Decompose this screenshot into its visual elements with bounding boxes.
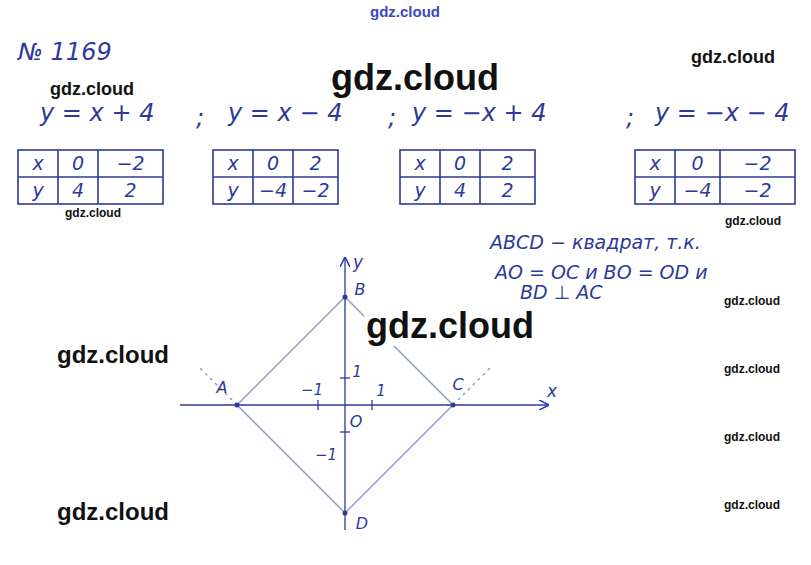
equation: y = x + 4	[40, 100, 154, 126]
watermark: gdz.cloud	[55, 342, 171, 368]
table-cell: 2	[309, 153, 321, 174]
equation: y = −x + 4	[412, 100, 547, 126]
point-label: D	[356, 515, 368, 533]
tick-label: −1	[301, 382, 323, 399]
table-cell: −2	[743, 180, 771, 201]
watermark: gdz.cloud	[48, 80, 136, 100]
table-cell: y	[32, 180, 43, 201]
table-cell: x	[227, 153, 238, 174]
watermark: gdz.cloud	[723, 215, 783, 228]
watermark: gdz.cloud	[689, 48, 777, 68]
table-cell: 0	[454, 153, 466, 174]
table-cell: −2	[301, 180, 329, 201]
point-label: B	[355, 281, 366, 299]
tick-label: 1	[352, 364, 362, 381]
table-cell: y	[227, 180, 238, 201]
watermark: gdz.cloud	[722, 363, 782, 376]
table-cell: y	[649, 180, 660, 201]
note: ABCD − квадрат, т.к.	[490, 232, 701, 253]
watermark: gdz.cloud	[722, 499, 782, 512]
origin-label: O	[350, 413, 363, 431]
watermark: gdz.cloud	[722, 431, 782, 444]
point-label: C	[452, 376, 463, 394]
watermark: gdz.cloud	[55, 499, 171, 525]
equation: y = x − 4	[228, 100, 342, 126]
separator: ;	[196, 105, 204, 131]
tick-label: −1	[315, 447, 337, 464]
point-label: A	[217, 379, 228, 397]
axis-label: x	[547, 382, 557, 401]
watermark: gdz.cloud	[364, 306, 536, 346]
note: AO = OC и BO = OD и	[495, 262, 708, 283]
table-cell: 2	[501, 180, 513, 201]
table-cell: −4	[259, 180, 287, 201]
table-cell: −2	[743, 153, 771, 174]
table-cell: 0	[72, 153, 84, 174]
axis-label: y	[353, 253, 363, 272]
separator: ;	[388, 105, 396, 131]
note: BD ⊥ AC	[520, 282, 603, 303]
table-cell: y	[414, 180, 425, 201]
value-tables	[18, 150, 795, 204]
watermark: gdz.cloud	[63, 207, 123, 220]
coordinate-axes	[180, 258, 548, 530]
table-cell: 0	[267, 153, 279, 174]
table-cell: 4	[72, 180, 84, 201]
watermark: gdz.cloud	[722, 295, 782, 308]
table-cell: 2	[124, 180, 136, 201]
equation: y = −x − 4	[655, 100, 790, 126]
table-cell: 2	[501, 153, 513, 174]
exercise-number: № 1169	[18, 39, 112, 65]
table-cell: 4	[454, 180, 466, 201]
table-cell: x	[414, 153, 425, 174]
watermark: gdz.cloud	[370, 4, 440, 21]
table-cell: x	[32, 153, 43, 174]
separator: ;	[626, 105, 634, 131]
watermark: gdz.cloud	[329, 58, 501, 98]
table-cell: −4	[683, 180, 711, 201]
tick-label: 1	[376, 383, 386, 400]
table-cell: x	[649, 153, 660, 174]
table-cell: −2	[116, 153, 144, 174]
table-cell: 0	[691, 153, 703, 174]
